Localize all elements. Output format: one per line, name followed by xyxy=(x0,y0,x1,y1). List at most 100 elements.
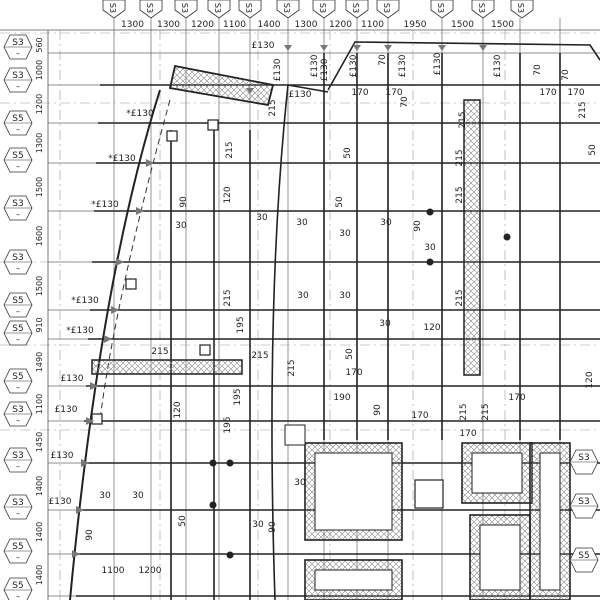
annotation-label: 215 xyxy=(458,111,468,128)
annotation-label: 90 xyxy=(85,529,95,541)
axis-tag-label: S3 xyxy=(108,3,117,13)
annotation-label: £130 xyxy=(320,58,330,81)
axis-tag-label: S5 xyxy=(12,296,23,306)
annotation-label: 215 xyxy=(151,347,168,357)
annotation-label: 120 xyxy=(423,323,440,333)
annotation-label: £130 xyxy=(273,58,283,81)
axis-tag-label: S5 xyxy=(12,114,23,124)
tag-dash: – xyxy=(16,82,20,91)
support-mark xyxy=(246,88,254,94)
support-mark xyxy=(81,459,89,467)
axis-tag: S3 xyxy=(430,0,454,19)
core-opening xyxy=(314,452,393,531)
column-marker xyxy=(125,278,137,290)
dimension-label: 1100 xyxy=(102,566,125,576)
annotation-label: 215 xyxy=(268,99,278,116)
axis-tag: S3 xyxy=(102,0,126,19)
annotation-label: 30 xyxy=(99,491,111,501)
axis-tag-label: S3 xyxy=(282,3,291,13)
annotation-label: 70 xyxy=(561,69,571,81)
axis-tag: S3 xyxy=(238,0,262,19)
hexagon-tag-icon xyxy=(430,0,454,19)
annotation-label: *£130 xyxy=(91,200,119,210)
slab-edge-curve xyxy=(69,89,161,600)
axis-tag: S3– xyxy=(3,249,33,275)
axis-tag-label: S3 xyxy=(12,38,23,48)
support-mark xyxy=(86,417,94,425)
beam-node-dot xyxy=(209,459,217,467)
axis-tag: S3 xyxy=(276,0,300,19)
axis-tag-label: S3 xyxy=(145,3,154,13)
axis-tag-label: S5 xyxy=(12,542,23,552)
annotation-label: *£130 xyxy=(71,296,99,306)
support-mark xyxy=(111,306,119,314)
hatched-wall xyxy=(168,64,275,107)
support-mark xyxy=(284,45,292,51)
annotation-label: 30 xyxy=(132,491,144,501)
beam-node-dot xyxy=(426,258,434,266)
dimension-label: 1300 xyxy=(295,20,318,30)
dimension-label: 1500 xyxy=(35,177,44,197)
beam-node-dot xyxy=(503,233,511,241)
tag-dash: – xyxy=(16,162,20,171)
axis-tag-label: S3 xyxy=(436,3,445,13)
dimension-label: 1200 xyxy=(191,20,214,30)
axis-tag-label: S3 xyxy=(516,3,525,13)
axis-tag-label: S3 xyxy=(318,3,327,13)
axis-tag: S3 xyxy=(376,0,400,19)
axis-tag: S5– xyxy=(3,320,33,346)
dimension-label: 560 xyxy=(35,37,44,52)
hexagon-tag-icon xyxy=(376,0,400,19)
annotation-label: 90 xyxy=(373,404,383,416)
annotation-label: 215 xyxy=(251,351,268,361)
dimension-label: 1200 xyxy=(329,20,352,30)
dimension-label: 1400 xyxy=(258,20,281,30)
annotation-label: 50 xyxy=(178,515,188,527)
column-marker xyxy=(91,413,103,425)
annotation-label: £130 xyxy=(310,54,320,77)
column xyxy=(284,424,306,446)
core-opening xyxy=(479,524,521,591)
axis-tag: S3 xyxy=(569,449,599,475)
dimension-label: 1400 xyxy=(35,565,44,585)
dimension-label: 1200 xyxy=(139,566,162,576)
annotation-label: 30 xyxy=(380,218,392,228)
annotation-label: £130 xyxy=(252,41,275,51)
hexagon-tag-icon xyxy=(510,0,534,19)
annotation-label: £130 xyxy=(398,54,408,77)
axis-tag: S3– xyxy=(3,34,33,60)
axis-tag: S3– xyxy=(3,195,33,221)
annotation-label: 170 xyxy=(345,368,362,378)
annotation-label: 30 xyxy=(252,520,264,530)
dimension-label: 1300 xyxy=(157,20,180,30)
axis-tag-label: S3 xyxy=(12,498,23,508)
support-mark xyxy=(136,207,144,215)
axis-tag-label: S3 xyxy=(351,3,360,13)
axis-tag: S5– xyxy=(3,292,33,318)
axis-tag: S5– xyxy=(3,538,33,564)
support-mark xyxy=(479,45,487,51)
support-mark xyxy=(76,506,84,514)
support-mark xyxy=(320,45,328,51)
tag-dash: – xyxy=(16,335,20,344)
support-mark xyxy=(146,159,154,167)
axis-tag: S3 xyxy=(510,0,534,19)
annotation-label: 215 xyxy=(455,289,465,306)
axis-tag-label: S3 xyxy=(12,71,23,81)
axis-tag-label: S5 xyxy=(12,581,23,591)
dimension-label: 1490 xyxy=(35,352,44,372)
annotation-label: £130 xyxy=(49,497,72,507)
tag-dash: – xyxy=(16,49,20,58)
structural-elements xyxy=(69,41,600,600)
annotation-label: 70 xyxy=(400,96,410,108)
dimension-label: 1100 xyxy=(223,20,246,30)
axis-tag-label: S3 xyxy=(180,3,189,13)
dimension-label: 1450 xyxy=(35,432,44,452)
axis-tag-label: S3 xyxy=(12,405,23,415)
axis-tag: S5– xyxy=(3,368,33,394)
beam-node-dot xyxy=(209,501,217,509)
tag-dash: – xyxy=(16,509,20,518)
axis-tag: S3– xyxy=(3,67,33,93)
